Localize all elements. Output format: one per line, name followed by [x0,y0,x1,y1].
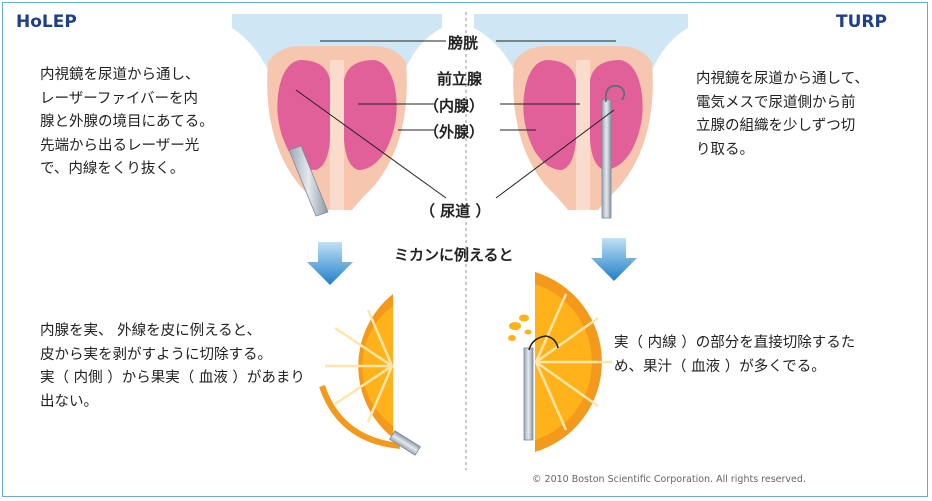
right-explanation-line: め、果汁（ 血液 ）が多くでる。 [614,356,855,380]
right-method-title: TURP [836,12,887,32]
left-description-line: 腺と外腺の境目にあてる。 [40,111,214,135]
left-explanation-line: 皮から実を剥がすように切除する。 [40,344,305,368]
left-orange-illustration [322,294,420,455]
outer-gland-label: （外腺） [424,121,484,142]
right-down-arrow [591,238,637,281]
left-description-line: 内視鏡を尿道から通し、 [40,64,214,88]
left-prostate-illustration [232,14,442,216]
left-description-line: で、内線をくり抜く。 [40,158,214,182]
left-explanation-line: 内腺を実、 外線を皮に例えると、 [40,320,305,344]
right-urethra [576,60,590,210]
right-explanation: 実（ 内線 ）の部分を直接切除するた め、果汁（ 血液 ）が多くでる。 [614,332,855,379]
copyright-notice: © 2010 Boston Scientific Corporation. Al… [532,474,806,485]
right-description-line: り取る。 [696,139,869,163]
left-urethra [330,60,344,210]
right-description-line: 内視鏡を尿道から通して、 [696,68,869,92]
bladder-label: 膀胱 [448,32,478,53]
left-explanation-line: 出ない。 [40,391,305,415]
right-orange-illustration [508,272,612,452]
left-explanation-line: 実（ 内側 ）から果実（ 血液 ）があまり [40,367,305,391]
right-prostate-illustration [474,14,688,218]
left-method-title: HoLEP [16,12,77,32]
inner-gland-label: （内腺） [424,95,484,116]
left-down-arrow [307,242,353,285]
analogy-label: ミカンに例えると [394,244,514,265]
right-explanation-line: 実（ 内線 ）の部分を直接切除するた [614,332,855,356]
left-description-line: レーザーファイバーを内 [40,88,214,112]
left-description: 内視鏡を尿道から通し、 レーザーファイバーを内 腺と外腺の境目にあてる。 先端か… [40,64,214,182]
right-description: 内視鏡を尿道から通して、 電気メスで尿道側から前 立腺の組織を少しずつ切 り取る… [696,68,869,162]
right-description-line: 立腺の組織を少しずつ切 [696,115,869,139]
prostate-label: 前立腺 [437,68,482,89]
urethra-label: （ 尿道 ） [420,200,490,221]
left-explanation: 内腺を実、 外線を皮に例えると、 皮から実を剥がすように切除する。 実（ 内側 … [40,320,305,414]
right-description-line: 電気メスで尿道側から前 [696,92,869,116]
left-description-line: 先端から出るレーザー光 [40,135,214,159]
